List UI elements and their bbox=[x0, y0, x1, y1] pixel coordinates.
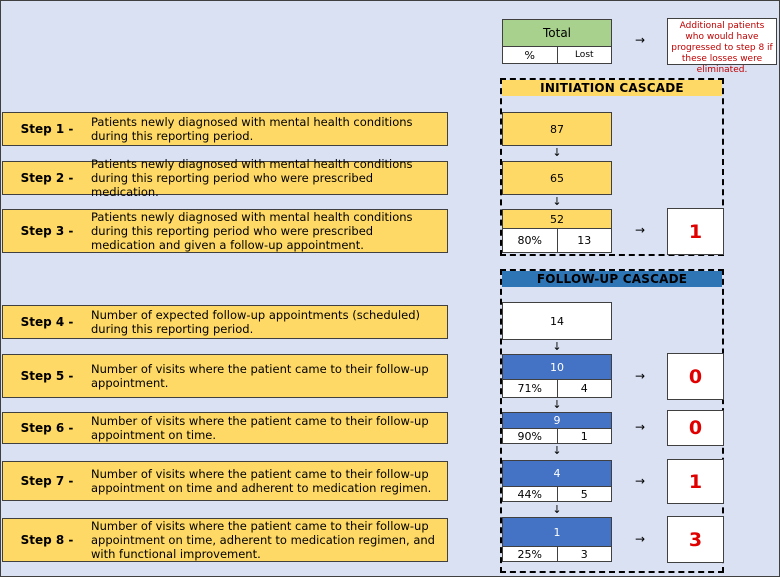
step-label: Step 8 - bbox=[20, 533, 74, 547]
down-arrow: ↓ bbox=[552, 146, 562, 159]
right-arrow: → bbox=[635, 532, 646, 546]
down-arrow: ↓ bbox=[552, 398, 562, 411]
step-5-additional: 0 bbox=[667, 353, 724, 400]
step-description: Number of visits where the patient came … bbox=[91, 519, 435, 561]
step-8-additional: 3 bbox=[667, 516, 724, 563]
step-2-total: 65 bbox=[502, 161, 612, 195]
down-arrow: ↓ bbox=[552, 195, 562, 208]
step-description: Patients newly diagnosed with mental hea… bbox=[91, 115, 413, 143]
initiation-cascade-frame bbox=[500, 78, 724, 256]
step-7-total: 4 bbox=[502, 460, 612, 487]
right-arrow: → bbox=[635, 369, 646, 383]
lost-label: Lost bbox=[556, 47, 612, 63]
step-label: Step 6 - bbox=[20, 421, 74, 435]
right-arrow: → bbox=[635, 420, 646, 434]
step-row-5: Step 5 - Number of visits where the pati… bbox=[2, 354, 448, 398]
down-arrow: ↓ bbox=[552, 503, 562, 516]
down-arrow: ↓ bbox=[552, 340, 562, 353]
step-5-total: 10 bbox=[502, 354, 612, 380]
step-row-2: Step 2 - Patients newly diagnosed with m… bbox=[2, 157, 448, 199]
step-3-total: 52 bbox=[502, 209, 612, 229]
step-label: Step 5 - bbox=[20, 369, 74, 383]
header-right-arrow: → bbox=[635, 33, 646, 47]
step-6-total: 9 bbox=[502, 412, 612, 429]
step-label: Step 3 - bbox=[20, 224, 74, 238]
step-description: Number of expected follow-up appointment… bbox=[91, 308, 421, 336]
step-description: Patients newly diagnosed with mental hea… bbox=[91, 210, 413, 252]
step-7-additional: 1 bbox=[667, 459, 724, 504]
step-8-percent: 25% bbox=[517, 547, 542, 561]
total-header-box: Total bbox=[502, 19, 612, 47]
step-7-lost: 5 bbox=[556, 487, 612, 501]
step-8-total: 1 bbox=[502, 517, 612, 547]
step-row-6: Step 6 - Number of visits where the pati… bbox=[2, 412, 448, 444]
step-description: Number of visits where the patient came … bbox=[91, 467, 432, 495]
step-label: Step 4 - bbox=[20, 315, 74, 329]
initiation-cascade-title: INITIATION CASCADE bbox=[540, 81, 684, 95]
step-5-lost: 4 bbox=[556, 380, 612, 397]
step-label: Step 7 - bbox=[20, 474, 74, 488]
percent-label: % bbox=[524, 48, 535, 62]
step-3-percent-lost: 80% 13 bbox=[502, 228, 612, 253]
initiation-cascade-header: INITIATION CASCADE bbox=[502, 80, 722, 96]
step-3-percent: 80% bbox=[517, 234, 542, 247]
step-row-4: Step 4 - Number of expected follow-up ap… bbox=[2, 305, 448, 339]
step-8-lost: 3 bbox=[556, 547, 612, 561]
right-arrow: → bbox=[635, 474, 646, 488]
step-description: Patients newly diagnosed with mental hea… bbox=[91, 157, 413, 199]
step-label: Step 1 - bbox=[20, 122, 74, 136]
down-arrow: ↓ bbox=[552, 444, 562, 457]
step-row-1: Step 1 - Patients newly diagnosed with m… bbox=[2, 112, 448, 146]
step-5-percent-lost: 71% 4 bbox=[502, 379, 612, 398]
total-subheader: % Lost bbox=[502, 46, 612, 64]
step-6-percent: 90% bbox=[517, 429, 542, 443]
step-description: Number of visits where the patient came … bbox=[91, 414, 429, 442]
step-description: Number of visits where the patient came … bbox=[91, 362, 429, 390]
step-7-percent: 44% bbox=[517, 487, 542, 501]
step-6-additional: 0 bbox=[667, 410, 724, 446]
step-6-percent-lost: 90% 1 bbox=[502, 428, 612, 444]
step-7-percent-lost: 44% 5 bbox=[502, 486, 612, 502]
step-1-total: 87 bbox=[502, 112, 612, 146]
additional-patients-note: Additional patients who would have progr… bbox=[667, 18, 777, 75]
step-6-lost: 1 bbox=[556, 429, 612, 443]
step-4-total: 14 bbox=[502, 302, 612, 340]
step-3-lost: 13 bbox=[556, 229, 612, 252]
followup-cascade-header: FOLLOW-UP CASCADE bbox=[502, 271, 722, 287]
step-5-percent: 71% bbox=[517, 382, 542, 395]
step-row-8: Step 8 - Number of visits where the pati… bbox=[2, 518, 448, 562]
right-arrow: → bbox=[635, 223, 646, 237]
step-row-3: Step 3 - Patients newly diagnosed with m… bbox=[2, 209, 448, 253]
followup-cascade-title: FOLLOW-UP CASCADE bbox=[536, 272, 688, 286]
step-row-7: Step 7 - Number of visits where the pati… bbox=[2, 461, 448, 501]
step-8-percent-lost: 25% 3 bbox=[502, 546, 612, 562]
total-label: Total bbox=[542, 26, 572, 40]
step-3-additional: 1 bbox=[667, 208, 724, 255]
step-label: Step 2 - bbox=[20, 171, 74, 185]
